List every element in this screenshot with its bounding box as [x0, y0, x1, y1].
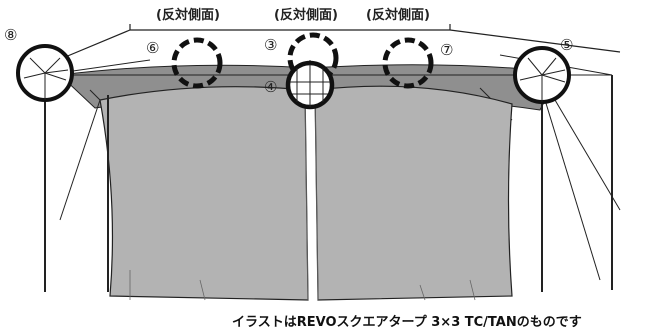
mesh-folds — [129, 94, 476, 301]
dashed-callout-7 — [382, 37, 434, 89]
marker-6: ⑥ — [146, 39, 159, 57]
mesh-panel-right — [314, 85, 513, 301]
corner-callout-right — [513, 46, 571, 104]
marker-3: ③ — [264, 36, 277, 54]
label-bracket — [57, 24, 621, 61]
marker-5: ⑤ — [560, 36, 573, 54]
mesh-panel-left — [99, 86, 309, 301]
tent-poles — [44, 75, 613, 292]
side-label-3: (反対側面) — [366, 7, 430, 23]
side-label-2: (反対側面) — [274, 7, 338, 23]
corner-callout-left — [16, 44, 74, 102]
dashed-callout-6 — [171, 37, 223, 89]
center-callout — [285, 60, 335, 110]
side-label-1: (反対側面) — [156, 7, 220, 23]
marker-7: ⑦ — [440, 41, 453, 59]
marker-8: ⑧ — [4, 26, 17, 44]
illustration-caption: イラストはREVOスクエアタープ 3×3 TC/TANのものです — [232, 315, 582, 330]
marker-4: ④ — [264, 78, 277, 96]
